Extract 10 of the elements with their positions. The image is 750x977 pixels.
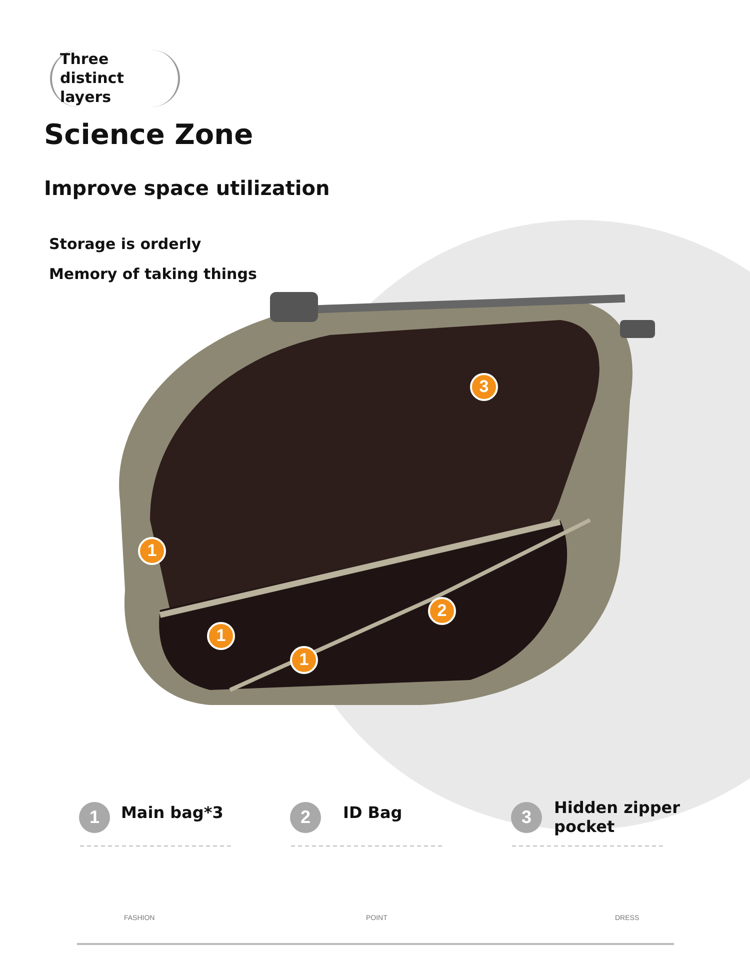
number-badge: 2 <box>290 802 321 833</box>
legend-text: ID Bag <box>343 803 402 822</box>
subheading: Improve space utilization <box>44 176 330 200</box>
tagline: Three distinct layers <box>50 50 180 107</box>
feature-text: Storage is orderly <box>49 235 202 253</box>
legend-text: Main bag*3 <box>121 803 224 822</box>
heading: Science Zone <box>44 118 254 151</box>
legend-text: Hidden zipper pocket <box>554 798 682 836</box>
feature-text: Memory of taking things <box>49 265 257 283</box>
number-badge: 1 <box>79 802 110 833</box>
